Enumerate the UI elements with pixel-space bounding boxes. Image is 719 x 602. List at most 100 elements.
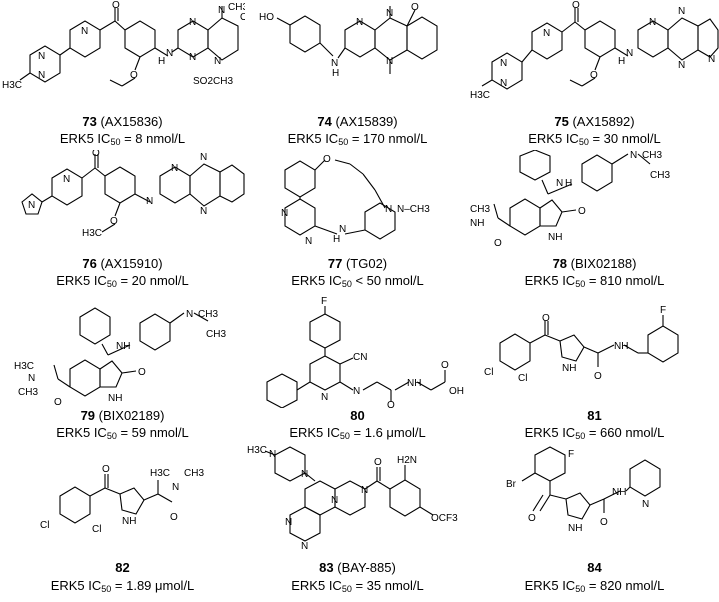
atom-label: O [590, 70, 598, 81]
atom-label: H [332, 68, 339, 79]
atom-label: CH3 [470, 204, 490, 215]
compound-78-name: 78 (BIX02188) [552, 256, 637, 271]
atom-label: N [708, 54, 715, 65]
atom-label: CH3 [18, 387, 38, 398]
compound-83-name: 83 (BAY-885) [319, 560, 396, 575]
compound-78: N H N CH3 CH3 O NH CH3 NH O 78 (BIX02188… [470, 150, 719, 290]
atom-label: H2N [397, 455, 417, 466]
atom-label: N [189, 17, 196, 28]
atom-label: N [189, 52, 196, 63]
atom-label: NH [122, 516, 136, 527]
atom-label: O [170, 512, 178, 523]
atom-label: N [285, 517, 292, 528]
atom-label: H [618, 56, 625, 67]
atom-label: HO [259, 12, 274, 23]
atom-label: H3C [14, 361, 34, 372]
atom-label: N [269, 449, 276, 460]
compound-84: Br F O NH O NH N 84 ERK5 IC50 = 820 nmol… [470, 445, 719, 602]
atom-label: N–CH3 [397, 204, 430, 215]
compound-81: O Cl Cl NH O NH F 81 ERK5 IC50 = 660 nmo… [470, 295, 719, 445]
atom-label: N [353, 386, 360, 397]
atom-label: OCF3 [431, 513, 458, 524]
atom-label: N [500, 78, 507, 89]
structure-83: H3C N N N N N N O H2N OCF3 [247, 445, 458, 552]
compound-75: N N H3C N O O N H N N N N 75 (AX15892) E… [470, 0, 719, 150]
atom-label: H3C [470, 90, 490, 101]
atom-label: OH [449, 386, 464, 397]
compound-76: N N O O H3C N N N N 76 (AX15910) ERK5 IC… [0, 150, 245, 290]
atom-label: O [112, 0, 120, 11]
atom-label: O [54, 397, 62, 407]
atom-label: NH [548, 232, 562, 243]
atom-label: N [626, 48, 633, 59]
atom-label: Cl [40, 520, 49, 531]
atom-label: N [28, 200, 35, 211]
atom-label: CN [353, 352, 367, 363]
compound-79: NH N CH3 CH3 O NH H3C N CH3 O 79 (BIX021… [0, 295, 245, 445]
atom-label: CH3 [228, 2, 245, 13]
compound-77: O N N–CH3 N N H N 77 (TG02) ERK5 IC50 < … [245, 150, 470, 290]
atom-label: O [494, 238, 502, 249]
atom-label: N [38, 70, 45, 81]
compound-83-ic50: ERK5 IC50 = 35 nmol/L [291, 578, 424, 594]
atom-label: N [218, 5, 225, 16]
compound-82-ic50: ERK5 IC50 = 1.89 μmol/L [50, 578, 195, 594]
compound-84-ic50: ERK5 IC50 = 820 nmol/L [524, 578, 665, 594]
atom-label: H3C [247, 445, 267, 456]
atom-label: N [386, 8, 393, 19]
atom-label: O [387, 400, 395, 408]
atom-label: CH3 [650, 170, 670, 181]
atom-label: N [28, 373, 35, 384]
compound-84-name: 84 [587, 560, 602, 575]
atom-label: N [642, 499, 649, 510]
atom-label: NH [568, 523, 582, 534]
atom-label: N [63, 174, 70, 185]
atom-label: N [556, 178, 563, 189]
structure-82: O Cl Cl NH O N H3C CH3 [40, 464, 204, 535]
compound-75-name: 75 (AX15892) [554, 114, 635, 129]
atom-label: N [543, 28, 550, 39]
atom-label: Cl [484, 367, 493, 378]
atom-label: N [356, 17, 363, 28]
atom-label: Cl [92, 524, 101, 535]
atom-label: N [38, 51, 45, 62]
atom-label: H [565, 178, 572, 189]
atom-label: O [600, 517, 608, 528]
atom-label: N [166, 48, 173, 59]
compound-79-ic50: ERK5 IC50 = 59 nmol/L [56, 425, 189, 441]
atom-label: Br [506, 479, 517, 490]
atom-label: N [81, 26, 88, 37]
compound-80: F CN N N O NH O OH 80 ERK5 IC50 = 1.6 μm… [245, 290, 470, 445]
compound-77-ic50: ERK5 IC50 < 50 nmol/L [291, 273, 424, 289]
atom-label: O [594, 371, 602, 382]
atom-label: F [660, 305, 666, 316]
atom-label: O [92, 150, 100, 159]
atom-label: N [385, 204, 392, 215]
compound-73-ic50: ERK5 IC50 = 8 nmol/L [59, 131, 186, 147]
atom-label: N [649, 17, 656, 28]
compound-80-ic50: ERK5 IC50 = 1.6 μmol/L [289, 425, 426, 441]
atom-label: O [130, 70, 138, 81]
atom-label: N [331, 58, 338, 69]
atom-label: N [321, 392, 328, 403]
structure-75: N N H3C N O O N H N N N N [470, 0, 719, 101]
compound-81-name: 81 [587, 408, 602, 423]
atom-label: N [301, 541, 308, 552]
atom-label: N [146, 196, 153, 207]
atom-label: N [305, 236, 312, 247]
atom-label: H3C [82, 228, 102, 239]
structure-73: N N H3C N O O H N N N N CH3 O N SO2CH3 [2, 0, 245, 91]
atom-label: CH3 [642, 150, 662, 161]
atom-label: N [339, 224, 346, 235]
atom-label: NH [116, 341, 130, 352]
atom-label: N [186, 309, 193, 320]
atom-label: O [441, 360, 449, 371]
atom-label: CH3 [184, 468, 204, 479]
compound-73-name: 73 (AX15836) [82, 114, 163, 129]
atom-label: NH [407, 378, 421, 389]
compound-74-name: 74 (AX15839) [317, 114, 398, 129]
atom-label: N [331, 495, 338, 506]
atom-label: N [200, 152, 207, 163]
atom-label: O [138, 367, 146, 378]
atom-label: NH [562, 363, 576, 374]
